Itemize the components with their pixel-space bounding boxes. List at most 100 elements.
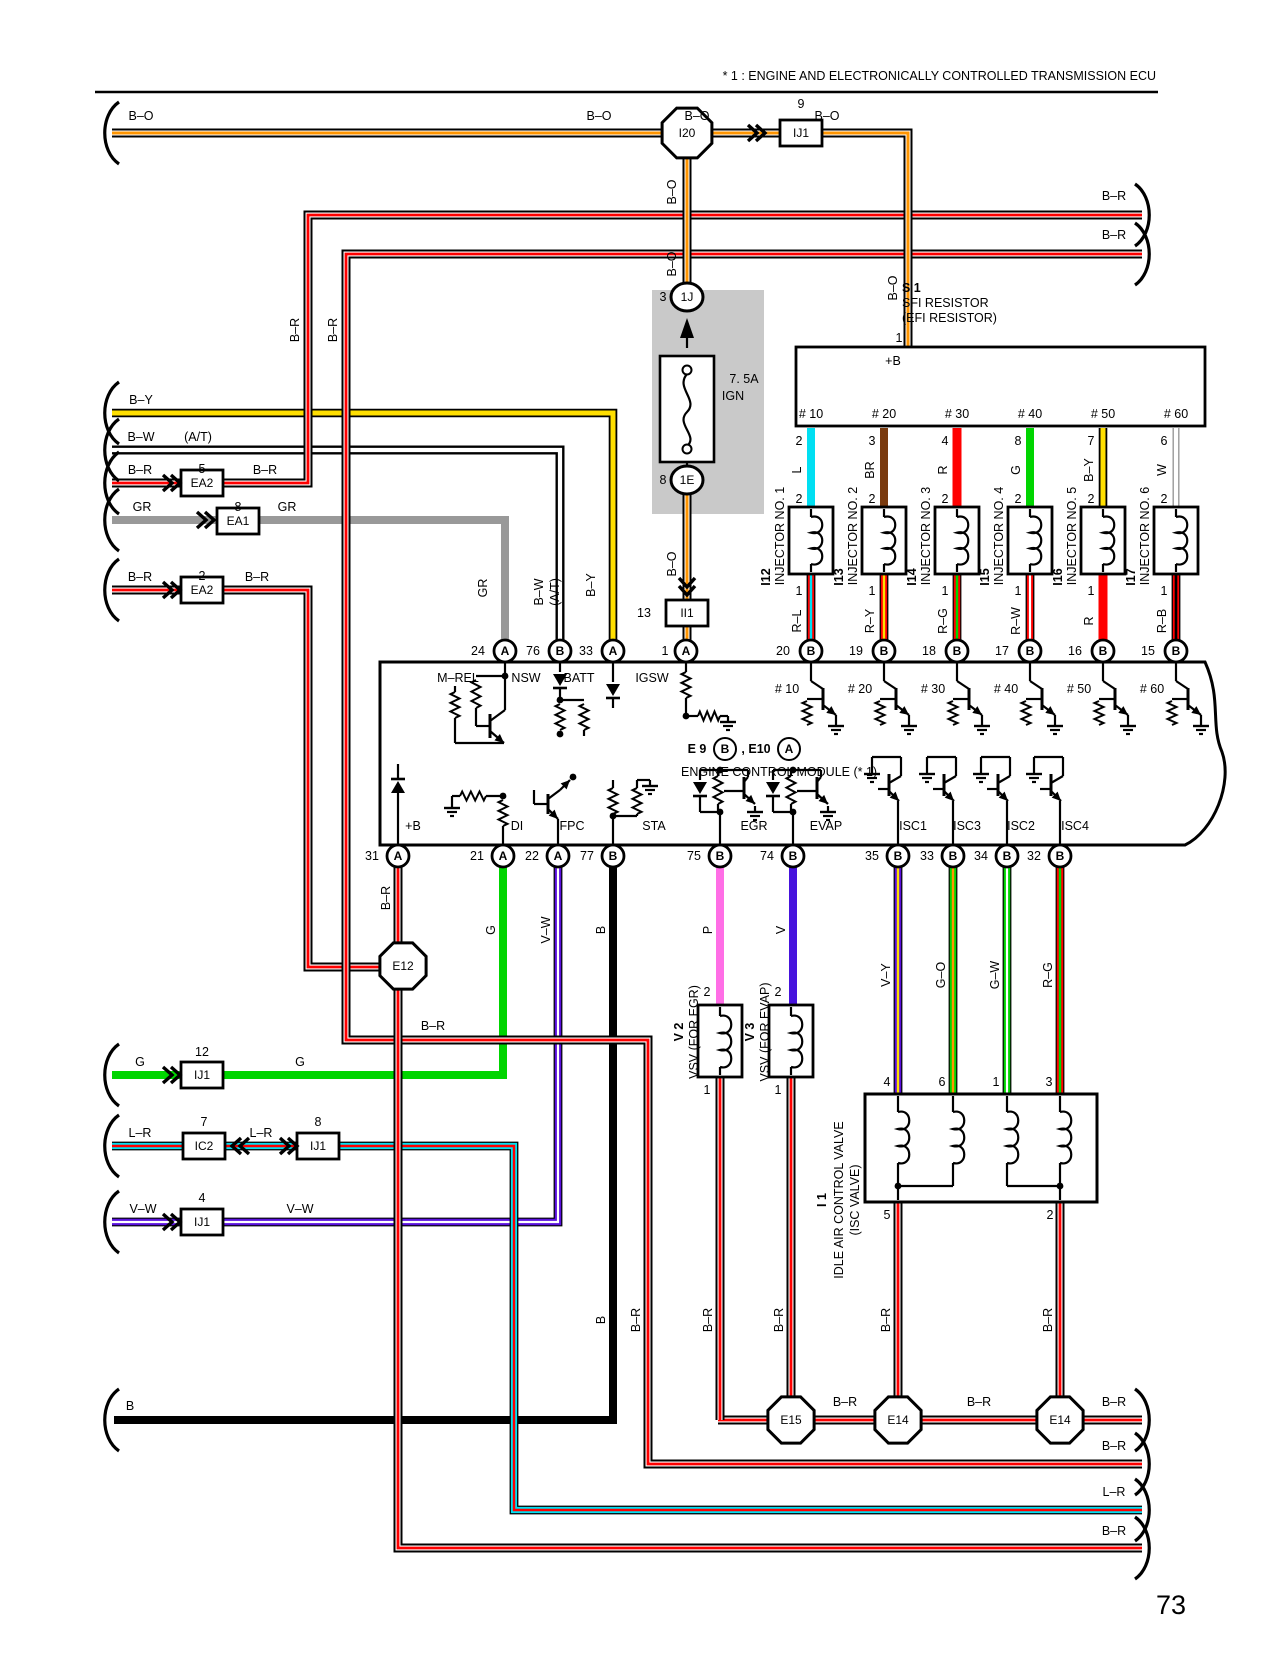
vsv1-code: V 2 xyxy=(671,1022,686,1042)
s1-pin-5: 7 xyxy=(1087,433,1095,448)
vsv2-pin2: 2 xyxy=(774,984,782,999)
connector-ea2-5 xyxy=(179,468,225,498)
connector-arrows xyxy=(161,123,768,1232)
wire-label-bw-v: B–W xyxy=(531,578,546,606)
inj2-code: I13 xyxy=(831,568,846,586)
fuse-bot-num: 8 xyxy=(659,472,667,487)
ecm-name: ENGINE CONTROL MODULE (* 1) xyxy=(681,764,878,779)
ecu-plusb: +B xyxy=(405,818,421,833)
ecu-pin17-letter: B xyxy=(1025,644,1035,658)
inj4-code: I15 xyxy=(977,568,992,586)
ecu-pin33a-letter: A xyxy=(608,644,618,658)
inj6-name: INJECTOR NO. 6 xyxy=(1137,486,1152,586)
s1-name2: (EFI RESISTOR) xyxy=(902,310,997,325)
conn-ea2-5-code: EA2 xyxy=(190,476,214,490)
ecu-pin76-letter: B xyxy=(555,644,565,658)
ecu-isc2: ISC2 xyxy=(1007,818,1035,833)
inline-connectors xyxy=(179,118,824,1237)
wire-bo-main xyxy=(112,130,911,349)
isc-valve-box xyxy=(863,1092,1099,1204)
wire-fpc-vw xyxy=(112,866,560,1224)
ecu-pin1-num: 1 xyxy=(661,643,669,658)
wire-label-br-h: B–R xyxy=(420,1018,446,1033)
conn-ij1-9-num: 9 xyxy=(797,96,805,111)
inj4-pin2: 2 xyxy=(1014,491,1022,506)
inj3-wire: R–G xyxy=(935,608,950,634)
isc-pin2b: 2 xyxy=(1046,1207,1054,1222)
junction-ij1-8 xyxy=(295,1131,341,1161)
wire-label-lr-l: L–R xyxy=(128,1125,152,1140)
isc-name2: (ISC VALVE) xyxy=(847,1164,862,1236)
inj5-code: I16 xyxy=(1050,568,1065,586)
ecu-pin20-letter: B xyxy=(806,644,816,658)
ecu-pin1-letter: A xyxy=(681,644,691,658)
wire-label-rg-v: R–G xyxy=(1040,962,1055,988)
ecu-pin19-num: 19 xyxy=(849,643,863,658)
conn-ii1-num: 13 xyxy=(637,605,651,620)
drv-tag-4: # 40 xyxy=(993,681,1019,696)
wire-label-b-l: B xyxy=(125,1398,135,1413)
s1-tag-4: # 40 xyxy=(1017,406,1043,421)
inj3-name: INJECTOR NO. 3 xyxy=(918,486,933,586)
wire-label-bo-v3: B–O xyxy=(885,275,900,301)
inj5-wire: R xyxy=(1081,616,1096,626)
s1-bus: +B xyxy=(885,353,901,368)
wire-label-b-v2: B xyxy=(593,1315,608,1325)
s1-wire-2: BR xyxy=(862,461,877,479)
inj1-pin1: 1 xyxy=(795,583,803,598)
ecu-pin33b-num: 33 xyxy=(920,848,934,863)
conn-e14b-code: E14 xyxy=(1049,1413,1071,1427)
conn-ic2-code: IC2 xyxy=(194,1139,214,1153)
wire-label-br-2r: B–R xyxy=(244,569,270,584)
ecu-pin20-num: 20 xyxy=(776,643,790,658)
wire-label-br-v1: B–R xyxy=(287,317,302,343)
wire-label-g-l: G xyxy=(135,1054,145,1069)
drv-tag-3: # 30 xyxy=(920,681,946,696)
ecu-pin32-num: 32 xyxy=(1027,848,1041,863)
s1-tag-1: # 10 xyxy=(798,406,824,421)
wire-label-bo-v2: B–O xyxy=(664,251,679,277)
conn-ea1-code: EA1 xyxy=(226,514,250,528)
wire-label-br-2l: B–R xyxy=(127,569,153,584)
conn-ea1-num: 8 xyxy=(234,499,242,514)
inj2-wire: R–Y xyxy=(862,608,877,634)
ecu-di: DI xyxy=(510,818,524,833)
wire-nsw-bw xyxy=(112,447,563,645)
isc-pin6: 6 xyxy=(938,1074,946,1089)
wire-label-bo-1: B–O xyxy=(128,108,154,123)
drv-tag-2: # 20 xyxy=(847,681,873,696)
ecu-nsw: NSW xyxy=(511,670,541,685)
ecu-egr: EGR xyxy=(740,818,768,833)
isc-name: IDLE AIR CONTROL VALVE xyxy=(831,1121,846,1279)
inj2-pin2: 2 xyxy=(868,491,876,506)
ecu-sta: STA xyxy=(642,818,666,833)
conn-ij1-8-num: 8 xyxy=(314,1114,322,1129)
ecu-isc1: ISC1 xyxy=(899,818,927,833)
wire-label-br-vd: B–R xyxy=(878,1307,893,1333)
wire-label-br-5r: B–R xyxy=(252,462,278,477)
conn-ij1-9-code: IJ1 xyxy=(792,126,810,140)
ecu-pin17-num: 17 xyxy=(995,643,1009,658)
wire-label-by-v: B–Y xyxy=(583,573,598,597)
conn-ij1-12-code: IJ1 xyxy=(193,1068,211,1082)
ecu-pin75-num: 75 xyxy=(687,848,701,863)
inj5-pin2: 2 xyxy=(1087,491,1095,506)
wire-label-br-vc: B–R xyxy=(771,1307,786,1333)
ecu-mrel: M–REL xyxy=(437,670,479,685)
inj4-name: INJECTOR NO. 4 xyxy=(991,486,1006,586)
wire-label-bo-2: B–O xyxy=(586,108,612,123)
page-number: 73 xyxy=(1156,1590,1187,1620)
wire-label-br-ve: B–R xyxy=(1040,1307,1055,1333)
ecu-pin75-letter: B xyxy=(715,849,725,863)
ecu-pin22-letter: A xyxy=(553,849,563,863)
drv-tag-1: # 10 xyxy=(774,681,800,696)
wire-ea2-2-br xyxy=(112,587,380,970)
drv-tag-5: # 50 xyxy=(1066,681,1092,696)
wires xyxy=(112,128,1181,1553)
wire-label-br-v2: B–R xyxy=(325,317,340,343)
conn-ij1-8-code: IJ1 xyxy=(309,1139,327,1153)
conn-ij1-12-num: 12 xyxy=(195,1044,209,1059)
s1-pin-2: 3 xyxy=(868,433,876,448)
s1-wire-5: B–Y xyxy=(1081,458,1096,482)
